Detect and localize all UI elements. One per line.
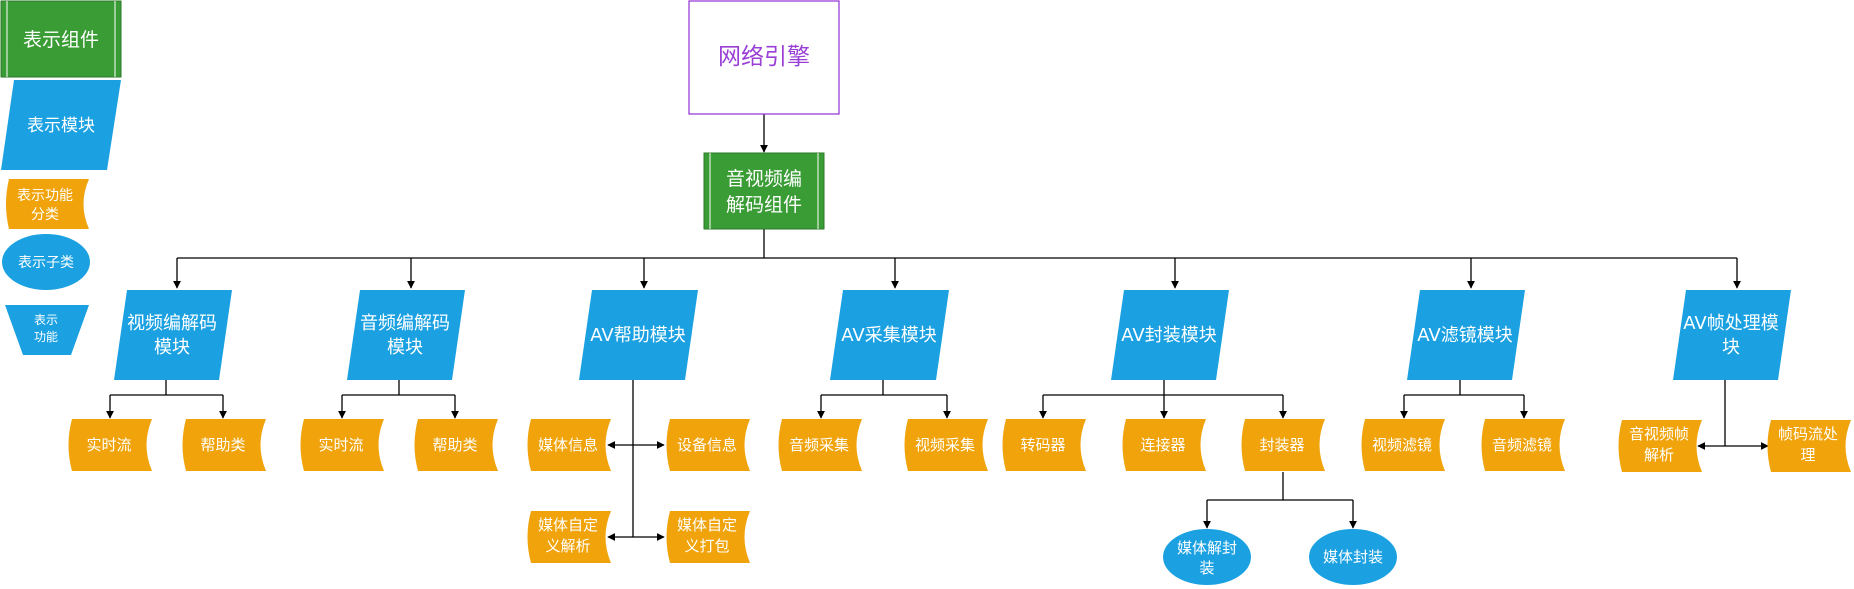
legend-module: 表示模块 (1, 80, 121, 170)
category-audio-capture-label: 音频采集 (789, 436, 849, 454)
category-audio-realtime-label: 实时流 (318, 436, 363, 454)
legend: 表示组件 表示模块 表示功能 分类 表示子类 表示 功能 (0, 0, 122, 355)
category-frame-parse: 音视频帧 解析 (1618, 420, 1702, 472)
module-av-container: AV封装模块 (1111, 290, 1229, 380)
legend-function: 表示 功能 (5, 305, 89, 355)
category-connector: 连接器 (1122, 419, 1206, 471)
module-video-codec-line-1: 视频编解码 (127, 313, 217, 334)
category-custom-pack-line-2: 义打包 (684, 537, 729, 555)
category-video-realtime: 实时流 (68, 419, 152, 471)
legend-function-line-2: 功能 (34, 330, 58, 344)
subclass-demux-line-1: 媒体解封 (1177, 539, 1237, 557)
category-custom-pack: 媒体自定 义打包 (666, 511, 750, 563)
module-av-filter-label: AV滤镜模块 (1417, 325, 1512, 346)
legend-component-label: 表示组件 (23, 29, 99, 51)
connector-av-filter-bus (1404, 380, 1524, 396)
category-custom-parse: 媒体自定 义解析 (527, 511, 611, 563)
legend-category: 表示功能 分类 (6, 179, 89, 229)
legend-function-line-1: 表示 (34, 313, 58, 327)
category-media-info: 媒体信息 (527, 419, 611, 471)
category-device-info: 设备信息 (666, 419, 750, 471)
connector-video-codec-bus (110, 380, 223, 396)
category-custom-parse-line-2: 义解析 (545, 537, 590, 555)
module-audio-codec-line-1: 音频编解码 (360, 313, 450, 334)
module-audio-codec-line-2: 模块 (387, 337, 423, 358)
root-node: 网络引擎 (688, 0, 840, 115)
category-frame-parse-line-1: 音视频帧 (1629, 425, 1689, 443)
legend-category-line-2: 分类 (31, 207, 59, 223)
connectors (106, 114, 1769, 541)
category-device-info-label: 设备信息 (677, 436, 737, 454)
main-component-line-2: 解码组件 (726, 194, 802, 216)
category-packager: 封装器 (1241, 419, 1325, 471)
module-video-codec-line-2: 模块 (154, 337, 190, 358)
category-video-helper-label: 帮助类 (200, 436, 245, 454)
category-video-capture: 视频采集 (904, 419, 988, 471)
category-connector-label: 连接器 (1140, 436, 1185, 454)
category-audio-capture: 音频采集 (778, 419, 862, 471)
main-component-line-1: 音视频编 (726, 168, 802, 190)
connector-audio-codec-bus (342, 380, 455, 396)
category-video-realtime-label: 实时流 (86, 436, 131, 454)
module-av-frame-line-2: 块 (1722, 337, 1740, 358)
legend-subclass-label: 表示子类 (18, 255, 74, 271)
legend-category-line-1: 表示功能 (17, 188, 73, 204)
subclass-mux-label: 媒体封装 (1323, 548, 1383, 566)
category-video-filter: 视频滤镜 (1361, 419, 1445, 471)
category-audio-helper: 帮助类 (414, 419, 498, 471)
category-custom-pack-line-1: 媒体自定 (677, 516, 737, 534)
category-stream-process-line-1: 帧码流处 (1778, 425, 1838, 443)
category-audio-filter-label: 音频滤镜 (1492, 436, 1552, 454)
connector-av-container-bus (1043, 380, 1283, 396)
main-component: 音视频编 解码组件 (703, 152, 825, 230)
subclass-mux: 媒体封装 (1309, 529, 1397, 585)
module-audio-codec: 音频编解码 模块 (347, 290, 465, 380)
category-audio-filter: 音频滤镜 (1481, 419, 1565, 471)
category-audio-helper-label: 帮助类 (432, 436, 477, 454)
legend-module-label: 表示模块 (27, 116, 95, 136)
category-media-info-label: 媒体信息 (538, 436, 598, 454)
subclass-demux-line-2: 装 (1199, 559, 1214, 577)
module-av-helper: AV帮助模块 (579, 290, 698, 380)
module-av-frame-line-1: AV帧处理模 (1683, 313, 1778, 334)
category-stream-process-line-2: 理 (1800, 446, 1815, 464)
category-transcoder-label: 转码器 (1020, 436, 1065, 454)
module-av-container-label: AV封装模块 (1121, 325, 1216, 346)
category-video-capture-label: 视频采集 (915, 436, 975, 454)
connector-packager-bus (1207, 472, 1353, 501)
module-av-filter: AV滤镜模块 (1407, 290, 1525, 380)
category-stream-process: 帧码流处 理 (1767, 420, 1851, 472)
category-frame-parse-line-2: 解析 (1644, 446, 1674, 464)
connector-av-capture-bus (821, 380, 947, 396)
category-custom-parse-line-1: 媒体自定 (538, 516, 598, 534)
category-transcoder: 转码器 (1002, 419, 1086, 471)
category-packager-label: 封装器 (1259, 436, 1304, 454)
module-video-codec: 视频编解码 模块 (114, 290, 232, 380)
legend-component: 表示组件 (0, 0, 122, 78)
category-video-filter-label: 视频滤镜 (1372, 436, 1432, 454)
root-node-label: 网络引擎 (718, 44, 810, 70)
subclass-demux: 媒体解封 装 (1163, 529, 1251, 585)
module-av-capture: AV采集模块 (830, 290, 949, 380)
module-av-helper-label: AV帮助模块 (590, 325, 685, 346)
legend-subclass: 表示子类 (2, 234, 90, 290)
category-video-helper: 帮助类 (182, 419, 266, 471)
module-av-capture-label: AV采集模块 (841, 325, 936, 346)
module-av-frame: AV帧处理模 块 (1673, 290, 1791, 380)
category-audio-realtime: 实时流 (300, 419, 384, 471)
